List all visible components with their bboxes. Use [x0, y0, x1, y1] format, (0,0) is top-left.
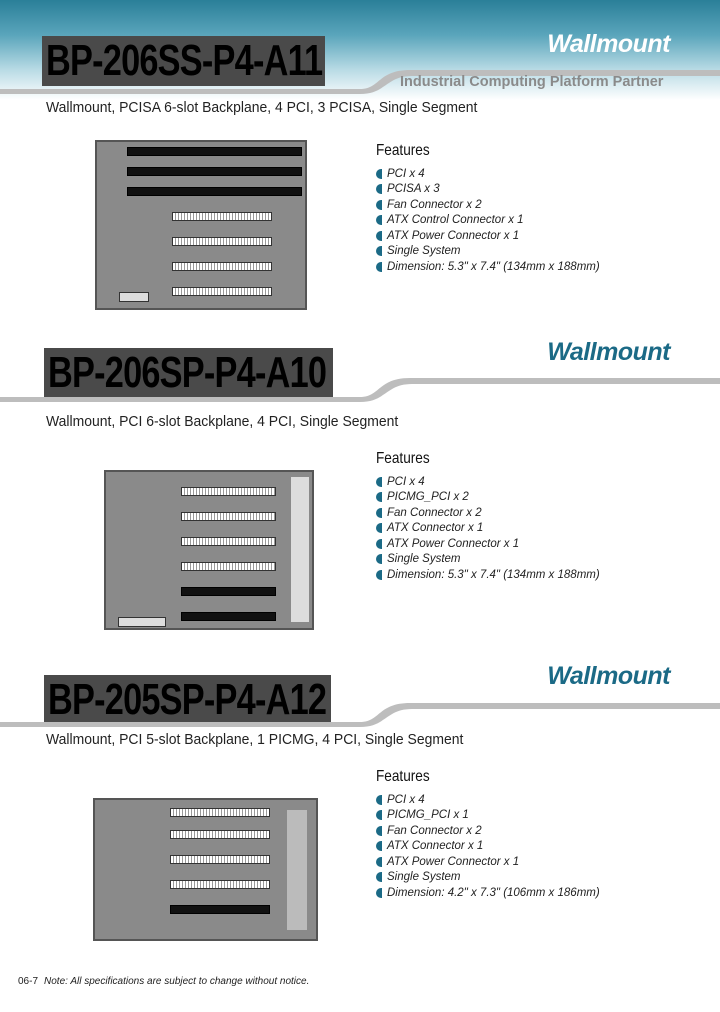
bullet-icon — [376, 856, 382, 867]
category-label: Wallmount — [547, 662, 670, 690]
footer: 06-7 Note: All specifications are subject… — [18, 976, 309, 987]
product-description: Wallmount, PCI 5-slot Backplane, 1 PICMG… — [46, 731, 464, 748]
header-swoosh — [0, 70, 720, 94]
bullet-icon — [376, 476, 382, 487]
bullet-icon — [376, 261, 382, 272]
feature-item: PICMG_PCI x 1 — [376, 808, 600, 824]
bullet-icon — [376, 184, 382, 195]
features-title: Features — [376, 450, 430, 467]
features-title: Features — [376, 142, 430, 159]
feature-item: ATX Connector x 1 — [376, 521, 600, 537]
bullet-icon — [376, 230, 382, 241]
bullet-icon — [376, 507, 382, 518]
bullet-icon — [376, 554, 382, 565]
tagline: Industrial Computing Platform Partner — [400, 74, 664, 90]
feature-item: ATX Connector x 1 — [376, 839, 600, 855]
bullet-icon — [376, 794, 382, 805]
feature-item: PCI x 4 — [376, 166, 600, 182]
bullet-icon — [376, 841, 382, 852]
feature-item: Single System — [376, 552, 600, 568]
product-photo — [104, 470, 314, 630]
feature-item: ATX Control Connector x 1 — [376, 213, 600, 229]
category-label: Wallmount — [547, 338, 670, 366]
product-photo — [95, 140, 307, 310]
bullet-icon — [376, 569, 382, 580]
feature-item: PICMG_PCI x 2 — [376, 490, 600, 506]
bullet-icon — [376, 246, 382, 257]
features-list: Features PCI x 4 PICMG_PCI x 1 Fan Conne… — [376, 768, 600, 901]
feature-item: Dimension: 5.3" x 7.4" (134mm x 188mm) — [376, 259, 600, 275]
bullet-icon — [376, 825, 382, 836]
bullet-icon — [376, 872, 382, 883]
section-swoosh — [0, 703, 720, 727]
feature-item: Single System — [376, 870, 600, 886]
feature-item: PCI x 4 — [376, 792, 600, 808]
model-title: BP-206SS-P4-A11 — [42, 36, 325, 86]
product-photo — [93, 798, 318, 941]
feature-item: Dimension: 5.3" x 7.4" (134mm x 188mm) — [376, 567, 600, 583]
feature-item: Single System — [376, 244, 600, 260]
feature-item: ATX Power Connector x 1 — [376, 854, 600, 870]
bullet-icon — [376, 538, 382, 549]
product-description: Wallmount, PCISA 6-slot Backplane, 4 PCI… — [46, 99, 478, 116]
feature-item: ATX Power Connector x 1 — [376, 228, 600, 244]
feature-item: Fan Connector x 2 — [376, 505, 600, 521]
model-title: BP-206SP-P4-A10 — [44, 348, 333, 398]
bullet-icon — [376, 168, 382, 179]
bullet-icon — [376, 887, 382, 898]
feature-item: Fan Connector x 2 — [376, 197, 600, 213]
feature-item: Dimension: 4.2" x 7.3" (106mm x 186mm) — [376, 885, 600, 901]
footer-note: Note: All specifications are subject to … — [44, 976, 310, 987]
feature-item: PCISA x 3 — [376, 182, 600, 198]
feature-item: Fan Connector x 2 — [376, 823, 600, 839]
bullet-icon — [376, 199, 382, 210]
model-title: BP-205SP-P4-A12 — [44, 675, 331, 723]
features-title: Features — [376, 768, 430, 785]
feature-item: ATX Power Connector x 1 — [376, 536, 600, 552]
bullet-icon — [376, 810, 382, 821]
bullet-icon — [376, 523, 382, 534]
features-list: Features PCI x 4 PCISA x 3 Fan Connector… — [376, 142, 600, 275]
category-label: Wallmount — [547, 30, 670, 58]
features-list: Features PCI x 4 PICMG_PCI x 2 Fan Conne… — [376, 450, 600, 583]
bullet-icon — [376, 215, 382, 226]
bullet-icon — [376, 492, 382, 503]
page-number: 06-7 — [18, 976, 39, 987]
product-description: Wallmount, PCI 6-slot Backplane, 4 PCI, … — [46, 413, 399, 430]
feature-item: PCI x 4 — [376, 474, 600, 490]
section-swoosh — [0, 378, 720, 402]
